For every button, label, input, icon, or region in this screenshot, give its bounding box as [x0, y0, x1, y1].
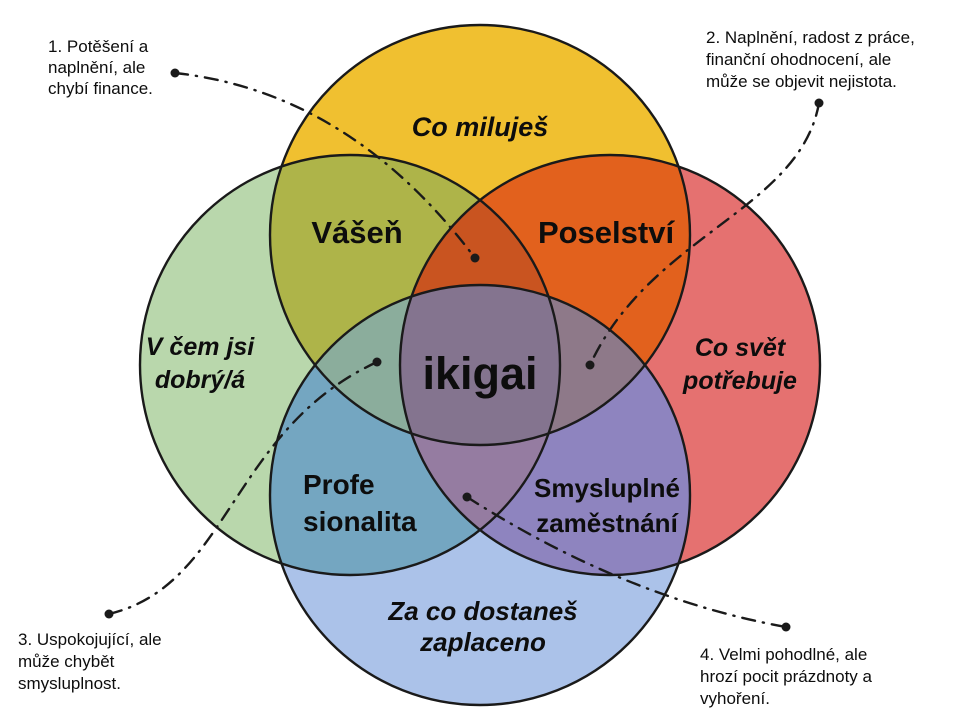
label-vocation-line-1: Smysluplné	[534, 473, 680, 503]
annotation-4-line-2: hrozí pocit prázdnoty a	[700, 667, 873, 686]
connector-1	[173, 71, 477, 260]
label-passion: Vášeň	[311, 215, 402, 250]
region-triple-top	[400, 155, 560, 445]
connector-2-outer-dot	[814, 98, 824, 108]
connector-4	[465, 495, 788, 629]
connector-1-outer-dot	[170, 68, 180, 78]
label-love: Co miluješ	[412, 112, 549, 142]
annotation-2-line-2: finanční ohodnocení, ale	[706, 50, 891, 69]
region-triple-bottom	[400, 285, 560, 575]
outline-good-at	[138, 153, 562, 577]
label-mission: Poselství	[538, 215, 676, 250]
annotation-2-line-1: 2. Naplnění, radost z práce,	[706, 28, 915, 47]
label-vocation-line-2: zaměstnání	[536, 508, 678, 538]
label-world-needs-line-2: potřebuje	[682, 367, 797, 395]
label-paid-for-line-2: zaplaceno	[419, 627, 546, 657]
label-profession-line-2: sionalita	[303, 506, 417, 537]
label-profession-line-1: Profe	[303, 469, 375, 500]
annotation-3-line-3: smysluplnost.	[18, 674, 121, 693]
label-good-at-line-1: V čem jsi	[146, 333, 255, 361]
connector-4-inner-dot	[462, 492, 472, 502]
annotation-3-line-2: může chybět	[18, 652, 115, 671]
annotation-2-line-3: může se objevit nejistota.	[706, 72, 897, 91]
annotation-1: 1. Potěšení a naplnění, ale chybí financ…	[48, 37, 153, 98]
label-good-at-line-2: dobrý/á	[155, 366, 245, 394]
connector-2-inner-dot	[585, 360, 595, 370]
connector-1-inner-dot	[470, 253, 480, 263]
region-triple-left	[270, 285, 560, 445]
connector-3	[107, 360, 379, 616]
annotation-1-line-3: chybí finance.	[48, 79, 153, 98]
annotation-4-line-1: 4. Velmi pohodlné, ale	[700, 645, 867, 664]
label-world-needs-line-1: Co svět	[695, 334, 787, 362]
annotation-4: 4. Velmi pohodlné, ale hrozí pocit prázd…	[700, 645, 873, 708]
annotation-3-line-1: 3. Uspokojující, ale	[18, 630, 162, 649]
connector-2	[588, 101, 821, 367]
outline-love	[268, 23, 692, 447]
annotation-3: 3. Uspokojující, ale může chybět smyslup…	[18, 630, 162, 693]
label-ikigai: ikigai	[422, 348, 537, 399]
connector-3-inner-dot	[372, 357, 382, 367]
outline-world-needs	[398, 153, 822, 577]
annotation-1-line-1: 1. Potěšení a	[48, 37, 149, 56]
annotation-2: 2. Naplnění, radost z práce, finanční oh…	[706, 28, 915, 91]
connector-3-outer-dot	[104, 609, 114, 619]
connector-4-outer-dot	[781, 622, 791, 632]
region-triple-right	[400, 285, 690, 445]
label-paid-for-line-1: Za co dostaneš	[387, 596, 577, 626]
annotation-4-line-3: vyhoření.	[700, 689, 770, 708]
outline-paid-for	[268, 283, 692, 707]
annotation-1-line-2: naplnění, ale	[48, 58, 145, 77]
